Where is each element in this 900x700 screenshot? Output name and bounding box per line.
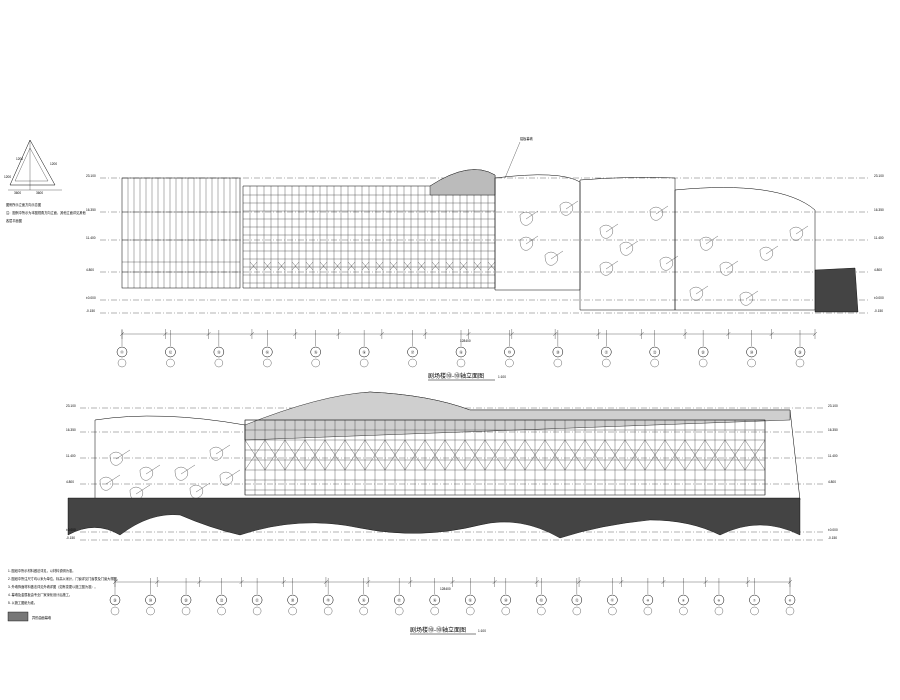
upper-middle-block xyxy=(242,169,496,289)
axis-label: ⑬ xyxy=(217,350,221,355)
legend-swatch xyxy=(7,611,29,622)
note-lower-3: 3. 外墙饰面材料做法详见外墙详图（如有变更以施工图为准）。 xyxy=(8,584,98,589)
notes-lower: 1. 图纸中所示材料做法详见，以材料说明为准。 2. 图纸中所注尺寸均以米为单位… xyxy=(8,568,120,605)
upper-scale: 1:100 xyxy=(498,375,506,379)
axis-label: ⑥ xyxy=(789,599,792,603)
level-mark-left: 4.800 xyxy=(86,268,94,272)
lower-title: 剧场楼⑩-⑩轴立面图 xyxy=(410,626,466,634)
axis-label: ㉑ xyxy=(256,598,260,603)
level-mark-left: 16.350 xyxy=(66,428,76,432)
lower-axis-bubbles: ㉕ ㉔ ㉓ ㉒ ㉑ ⑳ ⑲ ⑱ ⑰ ⑯ ⑮ ⑭ ⑬ ⑫ ⑪ ⑩ ⑨ ⑧ ⑦ ⑥ xyxy=(109,578,796,616)
note-lower-1: 1. 图纸中所示材料做法详见，以材料说明为准。 xyxy=(8,568,75,573)
level-mark-left: -0.150 xyxy=(66,536,75,540)
axis-label: ㉔ xyxy=(149,598,153,603)
note-upper-1: 图例所示立面方向示意图 xyxy=(6,202,41,207)
level-mark: 4.800 xyxy=(874,268,882,272)
axis-label: ⑭ xyxy=(504,598,508,603)
axis-label: ㉓ xyxy=(702,350,706,355)
axis-label: ⑳ xyxy=(556,350,560,355)
key-plan-dim-1: 3600 xyxy=(14,191,21,195)
axis-label: ⑪ xyxy=(120,350,124,355)
axis-label: ⑪ xyxy=(611,598,615,603)
note-upper-3: 各层平面图 xyxy=(6,218,22,223)
axis-label: ⑭ xyxy=(266,350,270,355)
axis-label: ㉒ xyxy=(653,350,657,355)
axis-label: ⑰ xyxy=(398,598,402,603)
level-mark-left: -0.150 xyxy=(86,309,95,313)
upper-elevation: 128400 ⑪ ⑫ ⑬ ⑭ ⑮ ⑯ ⑰ ⑱ ⑲ ⑳ ㉑ ㉒ ㉓ ㉔ ㉕ 23.100 23.100 16.35… xyxy=(86,136,884,381)
axis-label: ⑱ xyxy=(459,350,463,355)
curved-base-legend-fill xyxy=(67,497,801,539)
legend: 异形曲面幕墙 xyxy=(7,611,52,622)
level-mark-left: 11.400 xyxy=(66,454,76,458)
upper-callout: 铝板幕墙 xyxy=(520,136,534,141)
level-mark-left: ±0.000 xyxy=(86,296,96,300)
level-mark: 11.400 xyxy=(874,236,884,240)
axis-label: ㉔ xyxy=(750,350,754,355)
axis-label: ⑳ xyxy=(291,598,295,603)
axis-label: ⑯ xyxy=(433,598,437,603)
level-mark-left: 4.800 xyxy=(66,480,74,484)
key-plan-dim-2: 3600 xyxy=(36,191,43,195)
axis-label: ⑦ xyxy=(753,599,756,603)
level-mark: 4.800 xyxy=(828,480,836,484)
notes-upper: 图例所示立面方向示意图 注：图例中所示为本图视角方向立面，其他立面详见其他 各层… xyxy=(6,202,86,223)
axis-label: ⑮ xyxy=(314,350,318,355)
upper-title: 剧场楼⑩-⑩轴立面图 xyxy=(428,372,484,380)
upper-level-lines xyxy=(100,177,870,314)
axis-label: ㉕ xyxy=(798,350,802,355)
axis-label: ⑨ xyxy=(682,599,685,603)
level-mark: 23.100 xyxy=(828,404,838,408)
axis-label: ⑫ xyxy=(575,598,579,603)
axis-label: ⑰ xyxy=(411,350,415,355)
axis-label: ⑬ xyxy=(540,598,544,603)
level-mark: ±0.000 xyxy=(874,296,884,300)
level-mark: -0.150 xyxy=(828,536,837,540)
lower-level-marks: 23.100 23.100 16.350 16.350 11.400 11.400 4.80… xyxy=(66,404,838,540)
lower-scale: 1:100 xyxy=(478,629,486,633)
level-mark-left: 23.100 xyxy=(66,404,76,408)
level-mark: 16.350 xyxy=(874,208,884,212)
upper-right-block xyxy=(494,174,859,313)
upper-left-block xyxy=(121,177,241,289)
level-mark: 23.100 xyxy=(874,174,884,178)
axis-label: ⑧ xyxy=(718,599,721,603)
level-mark-left: 11.400 xyxy=(86,236,96,240)
level-mark-left: 16.350 xyxy=(86,208,96,212)
level-mark-left: ±0.000 xyxy=(66,528,76,532)
note-lower-4: 4. 幕墙及金属板由专业厂家深化设计后施工。 xyxy=(8,592,72,597)
axis-label: ㉕ xyxy=(113,598,117,603)
key-plan: 3600 3600 1200 1200 1200 xyxy=(4,139,62,195)
axis-label: ⑮ xyxy=(469,598,473,603)
key-plan-dim-3: 1200 xyxy=(4,175,11,179)
note-lower-5: 5. 以施工图纸为准。 xyxy=(8,600,37,605)
axis-label: ⑯ xyxy=(363,350,367,355)
level-mark: 16.350 xyxy=(828,428,838,432)
axis-label: ㉓ xyxy=(184,598,188,603)
lower-total-dimension: 128400 xyxy=(440,587,451,591)
level-mark: ±0.000 xyxy=(828,528,838,532)
axis-label: ㉒ xyxy=(220,598,224,603)
level-mark-left: 23.100 xyxy=(86,174,96,178)
upper-level-marks: 23.100 23.100 16.350 16.350 11.400 11.400 4.80… xyxy=(86,174,884,313)
key-plan-dim-5: 1200 xyxy=(16,157,23,161)
note-upper-2: 注：图例中所示为本图视角方向立面，其他立面详见其他 xyxy=(6,210,86,215)
axis-label: ⑲ xyxy=(508,350,512,355)
legend-label: 异形曲面幕墙 xyxy=(32,615,52,620)
axis-label: ⑫ xyxy=(169,350,173,355)
axis-label: ⑲ xyxy=(327,598,331,603)
note-lower-2: 2. 图纸中所注尺寸均以米为单位，标高以米计，门窗详见门窗表及门窗大样图。 xyxy=(8,576,120,581)
key-plan-dim-4: 1200 xyxy=(50,162,57,166)
axis-label: ㉑ xyxy=(605,350,609,355)
level-mark: -0.150 xyxy=(874,309,883,313)
axis-label: ⑩ xyxy=(646,599,649,603)
lower-level-lines xyxy=(80,407,825,541)
upper-axis-bubbles: ⑪ ⑫ ⑬ ⑭ ⑮ ⑯ ⑰ ⑱ ⑲ ⑳ ㉑ ㉒ ㉓ ㉔ ㉕ xyxy=(116,330,806,368)
upper-total-dimension: 128400 xyxy=(460,339,471,343)
axis-label: ⑱ xyxy=(362,598,366,603)
level-mark: 11.400 xyxy=(828,454,838,458)
